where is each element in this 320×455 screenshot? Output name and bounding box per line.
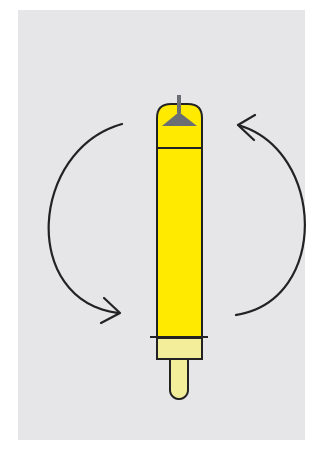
pipette-cap-stem	[177, 95, 181, 113]
pipette-barrel	[157, 148, 202, 338]
pipette-icon	[150, 95, 208, 399]
pipette-collar	[157, 337, 202, 359]
